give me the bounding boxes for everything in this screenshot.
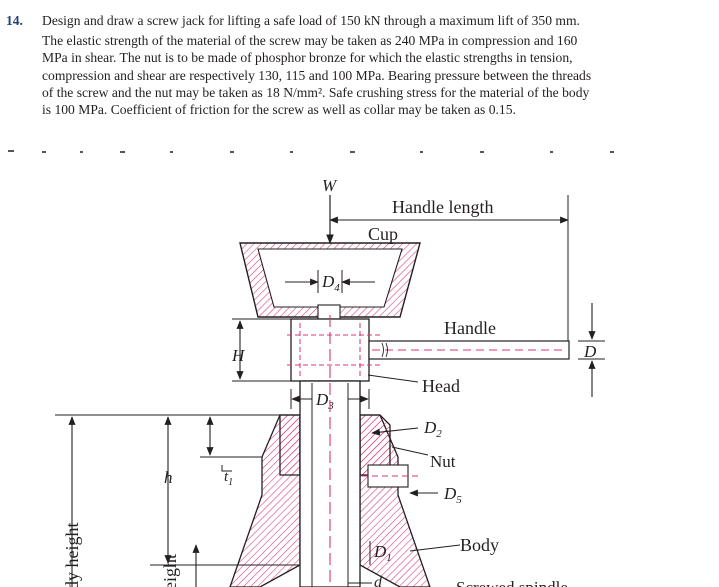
d5-label: D5: [443, 484, 462, 506]
cup-part: [239, 242, 421, 320]
cut-off-next-line: [8, 150, 614, 153]
problem-text: Design and draw a screw jack for lifting…: [42, 12, 682, 118]
load-w-label: W: [322, 176, 338, 195]
d4-label: D4: [321, 272, 340, 294]
problem-line: The elastic strength of the material of …: [42, 33, 578, 49]
cup-label: Cup: [368, 224, 398, 244]
handle-label: Handle: [444, 318, 496, 338]
d-small-label: d: [374, 574, 383, 587]
problem-line: Design and draw a screw jack for lifting…: [42, 13, 580, 28]
problem-line: of the screw and the nut may be taken as…: [42, 84, 590, 100]
head-part: [287, 318, 380, 382]
screwed-spindle-label: Screwed spindle: [456, 578, 568, 587]
problem-line: is 100 MPa. Coefficient of friction for …: [42, 102, 516, 118]
h-upper-label: H: [231, 346, 246, 365]
head-label: Head: [422, 376, 460, 396]
body-height-label: dy height: [62, 523, 82, 587]
problem-number: 14.: [6, 13, 23, 28]
handle-bar: [368, 340, 570, 360]
handle-length-label: Handle length: [392, 197, 493, 217]
d1-label: D1: [373, 542, 392, 564]
body-label: Body: [460, 535, 499, 555]
d3-label: D3: [315, 390, 334, 412]
t1-label: t1: [224, 469, 233, 488]
problem-line: compression and shear are respectively 1…: [42, 67, 592, 83]
d-right-label: D: [583, 342, 597, 361]
d2-label: D2: [423, 418, 442, 440]
problem-line: MPa in shear. The nut is to be made of p…: [42, 50, 573, 66]
screw-jack-diagram: W Handle length Cup D4 Handle H D Head D…: [55, 176, 605, 587]
height-label: eight: [160, 554, 180, 587]
h-lower-label: h: [164, 468, 173, 487]
screw-spindle: [299, 315, 361, 587]
nut-label: Nut: [430, 452, 456, 471]
